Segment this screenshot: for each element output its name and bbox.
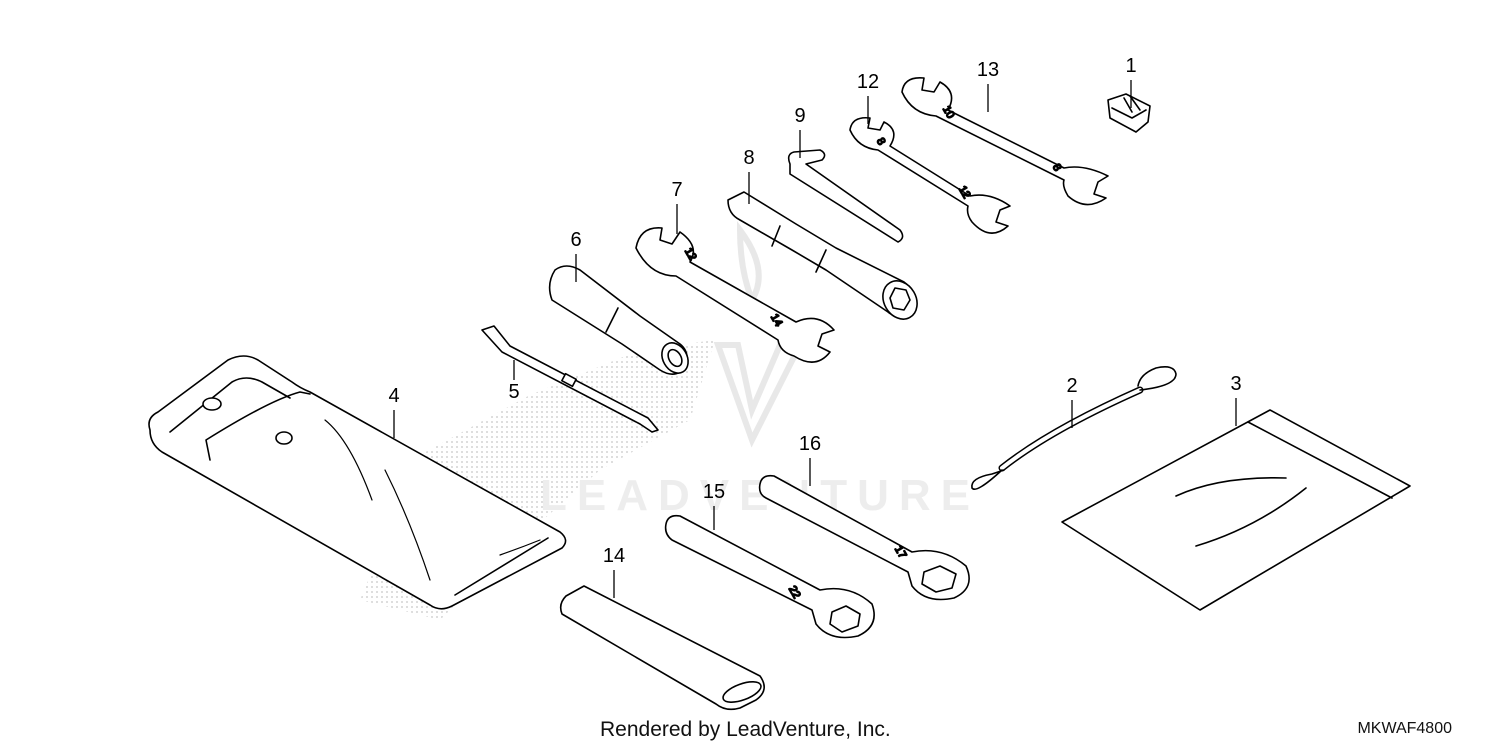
open-wrench-10-8: 10 8 [901, 76, 1109, 206]
footer: Rendered by LeadVenture, Inc. MKWAF4800 [0, 716, 1500, 750]
callout-1: 1 [1125, 55, 1136, 77]
clip [1107, 93, 1151, 133]
helmet-holder-cable [971, 366, 1177, 490]
callout-4: 4 [388, 385, 399, 407]
callout-labels: 1 2 3 4 5 6 7 8 9 12 13 14 15 16 [388, 55, 1241, 567]
callout-9: 9 [794, 105, 805, 127]
watermark-text: LEADVENTURE [540, 471, 980, 520]
handle-sleeve [559, 585, 765, 711]
screwdriver [481, 325, 659, 433]
callout-5: 5 [508, 381, 519, 403]
owner-manual-bag [1061, 409, 1411, 611]
callout-12: 12 [857, 71, 879, 93]
render-credit: Rendered by LeadVenture, Inc. [600, 718, 891, 741]
open-wrench-8-12: 8 12 [849, 116, 1011, 234]
diagram-canvas: LEADVENTURE 12 [148, 55, 1411, 711]
callout-8: 8 [743, 147, 754, 169]
ring-wrench-22: 22 [664, 514, 875, 639]
ring-wrench-17: 17 [758, 474, 970, 601]
callout-13: 13 [977, 59, 999, 81]
callout-14: 14 [603, 545, 625, 567]
callout-6: 6 [570, 229, 581, 251]
diagram-code: MKWAF4800 [1357, 720, 1452, 737]
callout-3: 3 [1230, 373, 1241, 395]
leader-lines [393, 80, 1237, 598]
spark-plug-wrench [727, 191, 918, 320]
open-wrench-12-14: 12 14 [635, 227, 835, 363]
callout-15: 15 [703, 481, 725, 503]
callout-16: 16 [799, 433, 821, 455]
socket-handle [548, 265, 689, 375]
callout-7: 7 [671, 179, 682, 201]
callout-2: 2 [1066, 375, 1077, 397]
hex-key [787, 149, 904, 243]
tool-bag [148, 355, 567, 610]
